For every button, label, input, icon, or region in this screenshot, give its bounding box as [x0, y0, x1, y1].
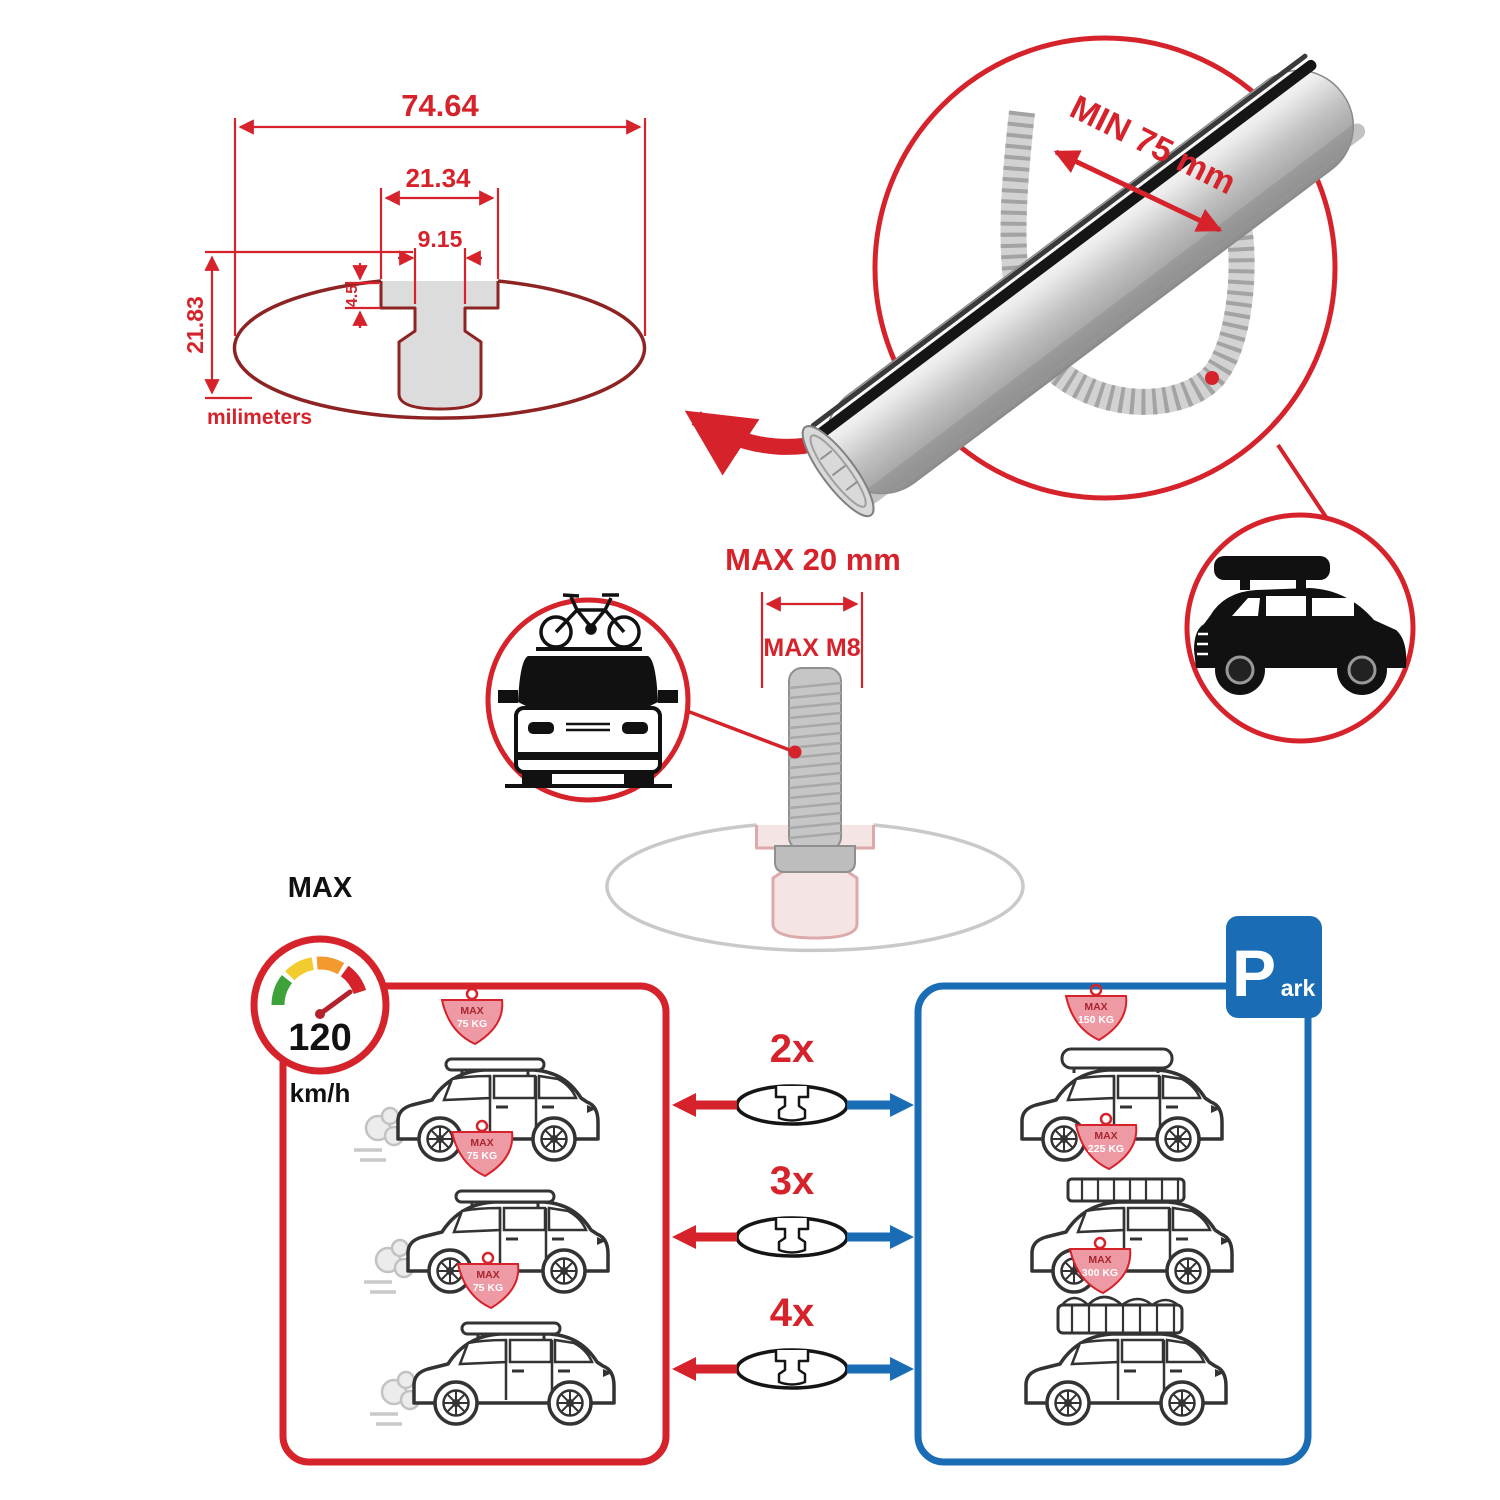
bar-count-label-3: 4x	[770, 1291, 815, 1335]
t-slot-channel	[379, 281, 500, 411]
flag-max-label: MAX	[476, 1269, 499, 1281]
flag-max-label: MAX	[1084, 1001, 1107, 1013]
dimension-lines	[204, 119, 642, 395]
bolt-dimension-diagram: MAX 20 mm MAX M8	[605, 542, 1025, 953]
driving-car-2: MAX 75 KG	[362, 1119, 610, 1294]
faded-profile-ellipse	[605, 823, 1025, 953]
crossbar-profile-ellipse	[232, 279, 647, 420]
flag-weight-label: 75 KG	[473, 1282, 503, 1294]
parked-car-1: MAX 150 KG	[1020, 983, 1224, 1162]
gauge-value: 120	[288, 1017, 351, 1059]
bar-count-label-1: 2x	[770, 1027, 815, 1071]
driving-car-3: MAX 75 KG	[368, 1251, 616, 1426]
parking-icon	[1226, 916, 1322, 1018]
blue-arrow-head	[890, 1093, 914, 1117]
circle-connector-line	[1276, 443, 1332, 525]
blue-arrow-head	[890, 1357, 914, 1381]
flag-weight-label: 75 KG	[467, 1150, 497, 1162]
crossbar-detail-circle: MIN 75 mm	[801, 35, 1366, 518]
blue-arrow-head	[890, 1225, 914, 1249]
dim-slot-inner-label: 9.15	[418, 226, 463, 252]
driving-car-1: MAX 75 KG	[352, 987, 600, 1162]
flag-weight-label: 150 KG	[1078, 1014, 1114, 1026]
t-bolt	[774, 667, 856, 873]
dim-lip-depth-label: 4.5	[344, 285, 361, 307]
dim-total-width-label: 74.64	[401, 88, 479, 123]
faded-t-slot	[755, 825, 875, 940]
roofbox-car-circle	[1184, 512, 1416, 744]
roofbox-car-icon	[1194, 556, 1407, 695]
speed-limit-gauge: MAX 120 km/h	[250, 872, 390, 1108]
car-front-icon	[498, 656, 678, 788]
profile-dimension-diagram: 74.64 21.34 9.15 21.83 4.5 milimeters	[182, 88, 647, 429]
strap-marker-dot	[1205, 371, 1219, 385]
flag-weight-label: 300 KG	[1082, 1267, 1118, 1279]
flag-max-label: MAX	[460, 1005, 483, 1017]
max-thread-label: MAX M8	[763, 634, 860, 662]
min-span-arrow	[1053, 149, 1223, 233]
red-arrow-head	[672, 1225, 696, 1249]
gauge-max-label: MAX	[288, 872, 353, 904]
bar-count-label-2: 3x	[770, 1159, 815, 1203]
gauge-arcs	[271, 956, 367, 1006]
gauge-needle	[317, 989, 353, 1017]
dim-slot-outer-label: 21.34	[405, 163, 471, 193]
bar-count-column: 2x 3x 4x	[672, 1027, 914, 1390]
red-arrow-head	[672, 1093, 696, 1117]
max-length-label: MAX 20 mm	[725, 542, 901, 577]
parking-sign-letter: P	[1232, 936, 1276, 1010]
driving-panel: MAX 75 KG MAX 75 KG MAX 75 KG	[279, 982, 670, 1466]
parking-sign-suffix: ark	[1281, 975, 1316, 1001]
parking-panel: MAX 150 KG MAX 225 KG MAX 300 KG	[914, 982, 1312, 1466]
bike-car-circle	[485, 593, 691, 803]
parked-car-3: MAX 300 KG	[1024, 1236, 1228, 1426]
flag-weight-label: 75 KG	[457, 1018, 487, 1030]
parked-car-2: MAX 225 KG	[1030, 1112, 1234, 1294]
red-arrow-head	[672, 1357, 696, 1381]
dim-total-height-label: 21.83	[182, 296, 208, 354]
gauge-pivot	[315, 1009, 325, 1019]
extension-lines	[205, 118, 647, 400]
crossbar-section-icon	[735, 1216, 849, 1258]
parking-sign: P ark	[1226, 916, 1322, 1018]
measuring-strap	[1000, 110, 1255, 415]
crossbar-section-icon	[735, 1084, 849, 1126]
units-label: milimeters	[207, 406, 312, 429]
bolt-leader-line	[673, 704, 796, 754]
crossbar-section-icon	[735, 1348, 849, 1390]
bolt-extension-lines	[760, 592, 864, 688]
flag-weight-label: 225 KG	[1088, 1143, 1124, 1155]
gauge-unit: km/h	[290, 1078, 351, 1108]
bolt-marker-dot	[788, 745, 802, 759]
flag-max-label: MAX	[1094, 1130, 1117, 1142]
flag-max-label: MAX	[1088, 1254, 1111, 1266]
flag-max-label: MAX	[470, 1137, 493, 1149]
